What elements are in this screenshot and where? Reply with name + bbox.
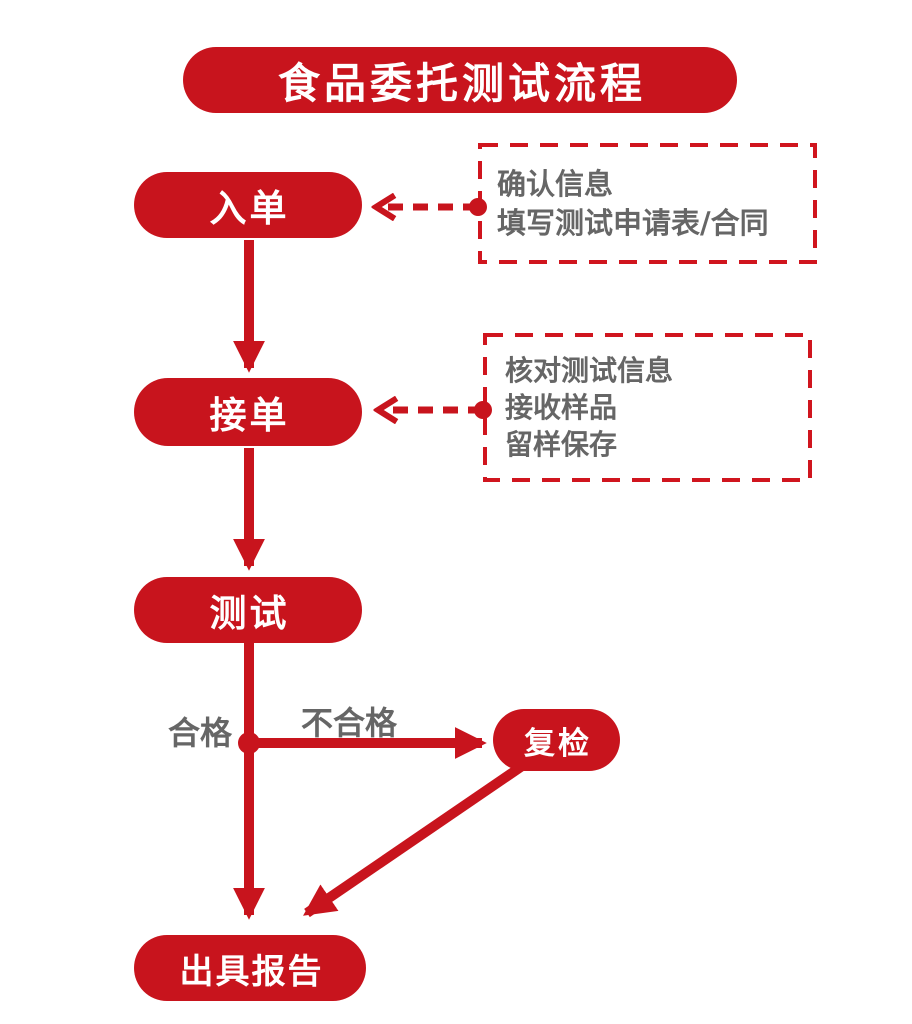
note-line: 填写测试申请表/合同 bbox=[497, 205, 769, 240]
node-entry: 入单 bbox=[134, 172, 362, 238]
arrow-recheck-to-report bbox=[303, 757, 531, 918]
edge-label-pass: 合格 bbox=[167, 714, 232, 752]
node-report: 出具报告 bbox=[134, 935, 366, 1001]
note-line: 接收样品 bbox=[505, 391, 618, 424]
note-line: 核对测试信息 bbox=[505, 354, 674, 387]
note-entry-text: 确认信息 填写测试申请表/合同 bbox=[497, 145, 807, 262]
edge-label-fail: 不合格 bbox=[301, 704, 398, 742]
note-accept-box-border bbox=[483, 333, 812, 482]
flow-title: 食品委托测试流程 bbox=[183, 47, 737, 113]
node-recheck: 复检 bbox=[493, 709, 620, 771]
node-accept: 接单 bbox=[134, 378, 362, 446]
note-line: 确认信息 bbox=[497, 166, 614, 201]
node-test: 测试 bbox=[134, 577, 362, 643]
branch-junction-dot bbox=[238, 732, 260, 754]
note-entry-dot bbox=[469, 198, 487, 216]
note-accept-dot bbox=[474, 401, 492, 419]
note-accept-text: 核对测试信息 接收样品 留样保存 bbox=[505, 335, 805, 480]
note-line: 留样保存 bbox=[505, 428, 618, 461]
